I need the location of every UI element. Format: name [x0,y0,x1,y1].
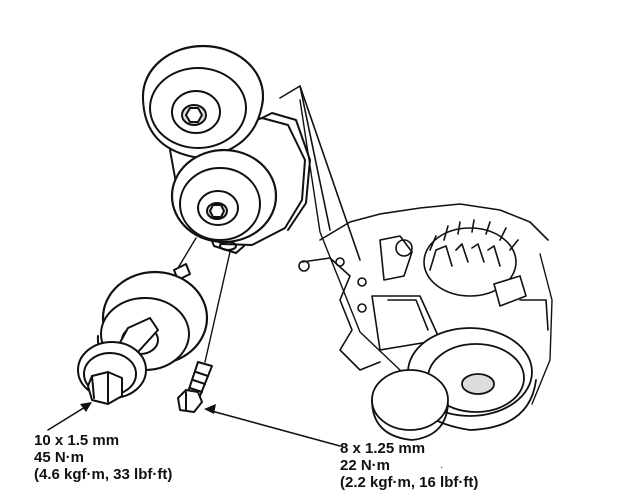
bolt-size-label: 8 x 1.25 mm [340,440,426,457]
small-bolt [177,361,213,413]
alternator [423,219,549,331]
drive-belt [299,99,401,371]
torque-value-nm: 45 N·m [34,449,85,466]
torque-callout-large-bolt: 10 x 1.5 mm 45 N·m (4.6 kgf·m, 33 lbf·ft… [34,432,172,483]
tensioner-bracket-side [261,112,311,231]
leader-arrow-right [204,404,216,414]
leader-arrow-left [80,402,92,412]
leader-line-left [47,403,91,431]
assembly-axis-line [177,237,197,269]
torque-value-nm: 22 N·m [340,457,391,474]
tensioner-pulley [170,148,278,244]
engine-outline [279,85,549,371]
lower-idler [371,369,449,441]
torque-value-alt: (4.6 kgf·m, 33 lbf·ft) [34,466,173,483]
large-bolt [77,317,159,405]
leader-line-right [207,409,341,447]
assembly-axis-line [204,251,231,363]
bolt-size-label: 10 x 1.5 mm [34,432,120,449]
torque-callout-small-bolt: 8 x 1.25 mm 22 N·m (2.2 kgf·m, 16 lbf·ft… [340,440,478,491]
drive-belt [531,253,553,405]
torque-value-alt: (2.2 kgf·m, 16 lbf·ft) [340,474,479,491]
stray-dot: · [440,462,443,473]
